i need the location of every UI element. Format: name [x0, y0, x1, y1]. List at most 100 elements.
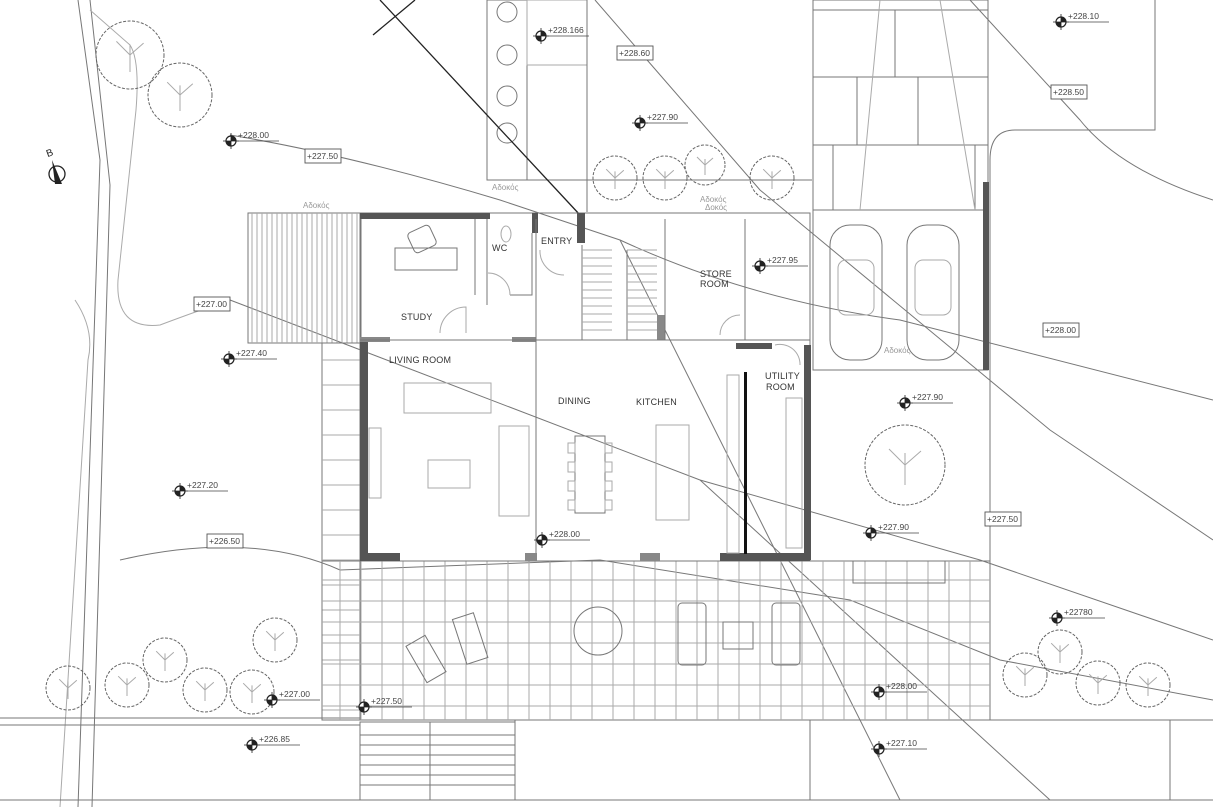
- tree-icon: [864, 424, 946, 506]
- tree-icon: [45, 665, 91, 711]
- spot-elevation-marker: +227.20: [172, 480, 228, 499]
- spot-elevation-marker: +227.90: [897, 392, 953, 411]
- tree-icon: [1002, 652, 1048, 698]
- north-arrow-icon: B: [45, 147, 66, 184]
- lounge-chair: [677, 602, 707, 666]
- dining-chair: [604, 442, 613, 454]
- beam-label: Αδοκός: [700, 195, 727, 204]
- contour-labels: +228.60 +228.50 +227.50 +227.00 +226.50 +228.…: [193, 45, 1088, 549]
- terrace-paving: [321, 342, 991, 721]
- planter-strip: [372, 0, 812, 216]
- sideboard: [498, 425, 530, 517]
- house-building: [359, 212, 811, 562]
- dining-chair: [567, 480, 576, 492]
- spot-elevation-value: +227.00: [279, 689, 310, 699]
- spot-elevation-value: +227.90: [912, 392, 943, 402]
- room-label-entry: ENTRY: [541, 236, 572, 246]
- car-right: [906, 224, 960, 361]
- dining-chair: [567, 442, 576, 454]
- contour-label: +226.50: [206, 533, 244, 549]
- fireplace: [368, 427, 382, 499]
- car-left: [829, 224, 883, 361]
- room-label-study: STUDY: [401, 312, 433, 322]
- tree-icon: [749, 155, 795, 201]
- svg-text:+227.50: +227.50: [307, 151, 338, 161]
- contour-lines: [119, 0, 1213, 801]
- spot-elevation-value: +226.85: [259, 734, 290, 744]
- room-label-store-2: ROOM: [700, 279, 729, 289]
- dining-chair: [604, 480, 613, 492]
- room-label-dining: DINING: [558, 396, 591, 406]
- room-labels: STUDY WC ENTRY STORE ROOM LIVING ROOM DI…: [303, 183, 911, 407]
- spot-elevation-marker: +227.90: [863, 522, 919, 541]
- spot-elevation-value: +228.10: [1068, 11, 1099, 21]
- wc-toilet: [500, 225, 512, 243]
- tree-icon: [95, 20, 165, 90]
- contour-label: +227.00: [193, 296, 231, 312]
- svg-text:+227.00: +227.00: [196, 299, 227, 309]
- beam-label: Αδοκός: [303, 201, 330, 210]
- spot-elevation-marker: +227.40: [221, 348, 277, 367]
- room-label-utility-2: ROOM: [766, 382, 795, 392]
- spot-elevation-value: +227.90: [647, 112, 678, 122]
- spot-elevation-marker: +228.00: [223, 130, 279, 149]
- study-desk: [394, 247, 458, 271]
- tree-icon: [592, 155, 638, 201]
- spot-elevation-marker: +228.00: [534, 529, 590, 548]
- beam-label: Αδοκός: [884, 346, 911, 355]
- svg-text:+227.50: +227.50: [987, 514, 1018, 524]
- terrace-furniture: [359, 560, 946, 801]
- dining-chair: [604, 499, 613, 511]
- spot-elevation-value: +228.00: [238, 130, 269, 140]
- lounge-chair: [771, 602, 801, 666]
- beam-label: Αδοκός: [492, 183, 519, 192]
- spot-elevation-marker: +228.166: [533, 25, 589, 44]
- svg-text:+228.50: +228.50: [1053, 87, 1084, 97]
- spot-elevation-value: +227.20: [187, 480, 218, 490]
- tree-icon: [147, 62, 213, 128]
- svg-text:+228.00: +228.00: [1045, 325, 1076, 335]
- contour-label: +228.50: [1050, 84, 1088, 100]
- spot-elevation-marker: +226.85: [244, 734, 300, 753]
- room-label-wc: WC: [492, 243, 508, 253]
- tree-icon: [642, 155, 688, 201]
- room-label-kitchen: KITCHEN: [636, 397, 677, 407]
- utility-counter: [785, 397, 803, 549]
- spot-elevation-marker: +227.00: [264, 689, 320, 708]
- spot-elevation-value: +22780: [1064, 607, 1093, 617]
- kitchen-counter: [726, 374, 740, 554]
- svg-text:+226.50: +226.50: [209, 536, 240, 546]
- armchair: [427, 459, 471, 489]
- spot-elevation-value: +227.40: [236, 348, 267, 358]
- spot-elevation-marker: +227.90: [632, 112, 688, 131]
- spot-elevations: +228.166 +227.90 +228.10 +228.00 +227.40 +227…: [172, 11, 1109, 757]
- spot-elevation-value: +228.166: [548, 25, 584, 35]
- spot-elevation-marker: +228.00: [871, 681, 927, 700]
- driveway-paving: [812, 0, 989, 371]
- study-chair: [407, 224, 437, 254]
- steps: [359, 721, 516, 801]
- svg-text:+228.60: +228.60: [619, 48, 650, 58]
- dining-chair: [567, 499, 576, 511]
- tree-icon: [182, 667, 228, 713]
- tree-icon: [1075, 660, 1121, 706]
- beam-label: Δοκός: [705, 203, 727, 212]
- dining-table: [574, 435, 606, 514]
- spot-elevation-value: +227.50: [371, 696, 402, 706]
- tree-icon: [1125, 662, 1171, 708]
- spot-elevation-marker: +227.10: [871, 738, 927, 757]
- room-label-living: LIVING ROOM: [389, 355, 451, 365]
- dining-chair: [567, 461, 576, 473]
- spot-elevation-marker: +22780: [1049, 607, 1105, 626]
- spot-elevation-marker: +228.10: [1053, 11, 1109, 30]
- spot-elevation-value: +227.10: [886, 738, 917, 748]
- spot-elevation-value: +227.90: [878, 522, 909, 532]
- round-table: [573, 606, 623, 656]
- coffee-table: [722, 621, 754, 650]
- contour-label: +227.50: [304, 148, 342, 164]
- sunbed: [405, 634, 447, 684]
- tree-icon: [104, 662, 150, 708]
- tree-icon: [142, 637, 188, 683]
